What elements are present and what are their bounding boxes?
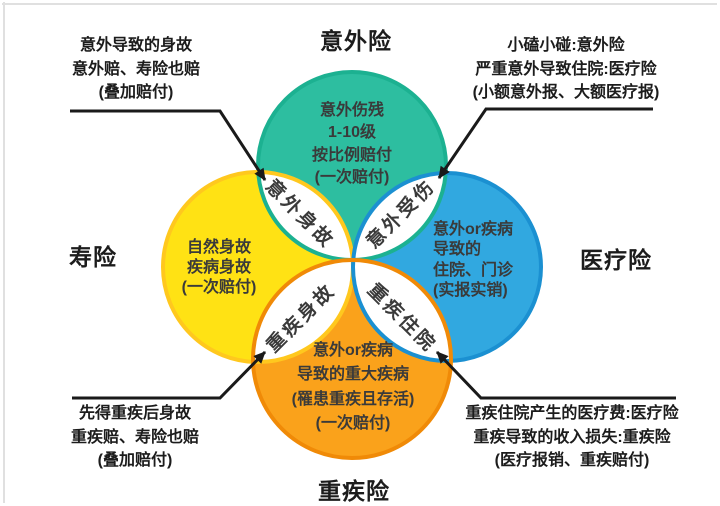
callout-line: 先得重疾后身故 <box>78 405 192 422</box>
overlap-lens-accident-injury <box>353 173 446 260</box>
critical-line: 意外or疾病 <box>312 342 394 359</box>
callout-arrow-top-right <box>437 107 653 179</box>
callout-bottom-left: 先得重疾后身故 重疾赔、寿险也赔 (叠加赔付) <box>71 402 199 473</box>
callout-line: 重疾住院产生的医疗费:医疗险 <box>465 405 679 422</box>
critical-line: 导致的重大疾病 <box>296 366 410 384</box>
callout-line: 意外导致的身故 <box>79 37 193 54</box>
critical-illness-insurance-title: 重疾险 <box>318 478 390 504</box>
callout-arrow-top-left <box>70 109 267 181</box>
critical-illness-circle-rim <box>251 258 453 460</box>
medical-line: 意外or疾病 <box>433 221 514 238</box>
accident-line: 按比例赔付 <box>311 146 393 164</box>
life-line: 疾病身故 <box>186 259 252 276</box>
life-insurance-title: 寿险 <box>69 244 117 270</box>
critical-line: (一次赔付) <box>315 414 391 432</box>
callout-line: (医疗报销、重疾赔付) <box>494 452 650 469</box>
accident-line: 1-10级 <box>327 124 377 142</box>
callout-line: 重疾导致的收入损失:重疾险 <box>473 428 671 446</box>
overlap-lens-critical-death <box>253 260 353 362</box>
callout-top-left: 意外导致的身故 意外赔、寿险也赔 (叠加赔付) <box>72 34 200 105</box>
callout-line: 小磕小碰:意外险 <box>507 37 625 54</box>
medical-line: 住院、门诊 <box>433 261 514 279</box>
life-circle-text: 自然身故 疾病身故 (一次赔付) <box>182 238 257 298</box>
critical-line: (罹患重疾且存活) <box>291 390 415 408</box>
life-line: 自然身故 <box>186 239 252 256</box>
overlap-lens-critical-hospitalization <box>353 260 451 361</box>
callout-line: 严重意外导致住院:医疗险 <box>475 60 657 78</box>
callout-line: (小额意外报、大额医疗报) <box>472 84 660 101</box>
callout-line: (叠加赔付) <box>97 452 173 469</box>
critical-circle-text: 意外or疾病 导致的重大疾病 (罹患重疾且存活) (一次赔付) <box>292 339 415 436</box>
overlap-lens-accident-death <box>258 172 353 260</box>
life-line: (一次赔付) <box>181 279 257 296</box>
callout-arrow-bottom-left <box>72 350 267 400</box>
callout-line: 意外赔、寿险也赔 <box>71 60 201 78</box>
callout-arrow-bottom-right <box>435 350 676 400</box>
callout-top-right: 小磕小碰:意外险 严重意外导致住院:医疗险 (小额意外报、大额医疗报) <box>473 34 660 105</box>
accident-insurance-title: 意外险 <box>320 28 392 54</box>
callout-bottom-right: 重疾住院产生的医疗费:医疗险 重疾导致的收入损失:重疾险 (医疗报销、重疾赔付) <box>465 402 678 473</box>
accident-circle-text: 意外伤残 1-10级 按比例赔付 (一次赔付) <box>312 100 392 189</box>
callout-line: 重疾赔、寿险也赔 <box>70 428 200 446</box>
page-top-edge-line <box>2 3 717 5</box>
medical-insurance-title: 医疗险 <box>580 247 652 273</box>
medical-line: 导致的 <box>433 241 482 259</box>
accident-line: (一次赔付) <box>314 168 390 186</box>
accident-line: 意外伤残 <box>319 102 385 119</box>
page-left-edge-line <box>3 2 5 503</box>
medical-circle-text: 意外or疾病 导致的 住院、门诊 (实报实销) <box>433 220 513 301</box>
medical-line: (实报实销) <box>433 281 508 299</box>
callout-line: (叠加赔付) <box>98 84 174 101</box>
